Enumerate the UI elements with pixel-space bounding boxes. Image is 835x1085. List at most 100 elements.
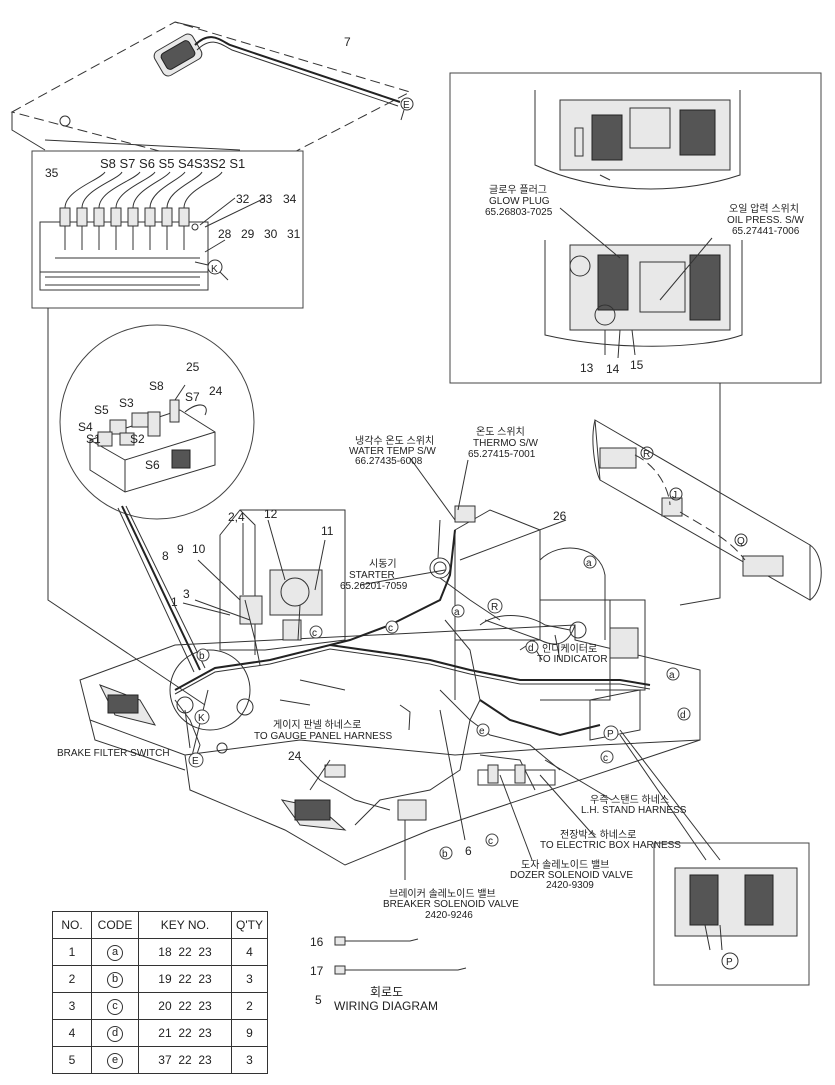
callout-10: 10 — [192, 542, 206, 556]
glow-plug-part-no: 65.26803-7025 — [485, 207, 553, 218]
code-marker-e-text-1: e — [479, 726, 485, 737]
switch-panel-leader-line — [47, 308, 206, 706]
callout-13: 13 — [580, 361, 594, 375]
callout-24-detail: 24 — [209, 384, 223, 398]
cell-qty: 4 — [231, 938, 268, 966]
callout-2-4: 2,4 — [228, 510, 245, 524]
code-marker-d-text-1: d — [680, 710, 686, 721]
callout-26: 26 — [553, 509, 567, 523]
cell-code: e — [91, 1046, 139, 1074]
callout-6: 6 — [465, 844, 472, 858]
connector-R-label-1: R — [643, 449, 650, 460]
engine-box-leader-line — [679, 383, 721, 606]
indicator-console — [479, 615, 587, 661]
code-circle: a — [107, 944, 123, 961]
connector-K-label-1: K — [211, 264, 218, 275]
cell-code: a — [91, 938, 139, 966]
connector-J-label: J — [672, 490, 677, 501]
table-row: 5 e 37 22 23 3 — [52, 1046, 268, 1074]
water-temp-label-ko: 냉각수 온도 스위치 — [355, 434, 434, 447]
callout-35: 35 — [45, 166, 59, 180]
table-row: 3 c 20 22 23 2 — [52, 992, 268, 1020]
thermo-label-en: THERMO S/W — [473, 438, 539, 449]
main-wiring-harness — [174, 529, 651, 826]
code-marker-a-2 — [583, 555, 597, 569]
connector-E-label-2: E — [192, 756, 199, 767]
callout-34: 34 — [283, 192, 297, 206]
breaker-valve-part-no: 2420-9246 — [425, 910, 473, 921]
switch-code-row-label: S8 S7 S6 S5 S4S3S2 S1 — [100, 156, 245, 171]
switch-S8-label: S8 — [149, 379, 164, 393]
code-marker-d-1 — [677, 707, 691, 721]
water-temp-label-en: WATER TEMP S/W — [349, 446, 436, 457]
upper-frame-body — [79, 509, 701, 866]
connector-Q-label: Q — [737, 536, 745, 547]
switch-S4-label: S4 — [78, 420, 93, 434]
connector-P-label-1: P — [607, 729, 614, 740]
connector-E-ring — [188, 752, 204, 768]
callout-28: 28 — [218, 227, 232, 241]
connector-P-ring — [603, 725, 619, 741]
callout-1: 1 — [171, 595, 178, 609]
col-key-header: KEY NO. — [138, 911, 232, 939]
code-circle: c — [107, 998, 123, 1015]
table-header-row: NO. CODE KEY NO. Q'TY — [52, 911, 268, 939]
callout-30: 30 — [264, 227, 278, 241]
electric-box-harness-label-ko: 전장박스 하네스로 — [560, 828, 636, 841]
breaker-valve-label-ko: 브레이커 솔레노이드 밸브 — [389, 888, 496, 900]
col-no-header: NO. — [52, 911, 92, 939]
oil-press-label-en: OIL PRESS. S/W — [727, 215, 804, 226]
rear-work-lamp — [280, 764, 347, 831]
callout-29: 29 — [241, 227, 255, 241]
connector-E-label-1: E — [403, 100, 410, 111]
code-marker-d-text-2: d — [528, 643, 534, 654]
code-marker-e-1 — [476, 723, 490, 737]
oil-press-label-ko: 오일 압력 스위치 — [729, 202, 799, 215]
callout-25: 25 — [186, 360, 200, 374]
lh-stand-harness-label-en: L.H. STAND HARNESS — [581, 805, 687, 816]
cell-key: 37 22 23 — [138, 1046, 232, 1074]
cable-tie-17-callout: 17 — [310, 964, 324, 978]
cell-qty: 9 — [231, 1019, 268, 1047]
thermo-part-no: 65.27415-7001 — [468, 449, 536, 460]
work-lamp-icon — [153, 33, 203, 77]
glow-plug-label-ko: 글로우 플러그 — [489, 184, 547, 196]
starter-label-ko: 시동기 — [369, 558, 397, 570]
cell-qty: 3 — [231, 965, 268, 993]
callout-11: 11 — [321, 524, 334, 538]
code-marker-b-text-2: b — [442, 849, 448, 860]
cable-tie-legend — [334, 936, 467, 975]
switch-S7-label: S7 — [185, 390, 200, 404]
code-marker-c-text-2: c — [388, 623, 393, 634]
glow-plug-label-en: GLOW PLUG — [489, 196, 550, 207]
cell-no: 1 — [52, 938, 92, 966]
thermo-label-ko: 온도 스위치 — [476, 425, 525, 438]
callout-12: 12 — [264, 507, 278, 521]
oil-press-part-no: 65.27441-7006 — [732, 226, 800, 237]
breaker-valve-label-en: BREAKER SOLENOID VALVE — [383, 899, 519, 910]
code-marker-a-text-3: a — [669, 670, 675, 681]
water-temp-part-no: 66.27435-6008 — [355, 456, 423, 467]
switch-S6-label: S6 — [145, 458, 160, 472]
code-marker-c-4 — [485, 833, 499, 847]
indicator-label-ko: 인디케이터로 — [542, 643, 597, 655]
engine-detail-box — [449, 72, 822, 384]
wiring-diagram-callout: 5 — [315, 993, 322, 1007]
switch-S3-label: S3 — [119, 396, 134, 410]
battery-starter-area — [239, 505, 476, 641]
dozer-valve-label-ko: 도자 솔레노이드 밸브 — [521, 859, 609, 871]
valve-magnifier-box — [619, 729, 810, 986]
callout-24: 24 — [288, 749, 302, 763]
indicator-label-en: TO INDICATOR — [537, 654, 608, 665]
lh-stand-harness-label-ko: 우측 스탠드 하네스 — [590, 793, 669, 806]
dozer-valve-label-en: DOZER SOLENOID VALVE — [510, 870, 633, 881]
cell-qty: 3 — [231, 1046, 268, 1074]
table-row: 1 a 18 22 23 4 — [52, 938, 268, 966]
table-row: 4 d 21 22 23 9 — [52, 1019, 268, 1047]
col-qty-header: Q'TY — [231, 911, 268, 939]
front-cover-panel-group — [592, 419, 822, 601]
switch-detail-magnifier — [59, 324, 255, 673]
connector-R-label-2: R — [491, 602, 498, 613]
